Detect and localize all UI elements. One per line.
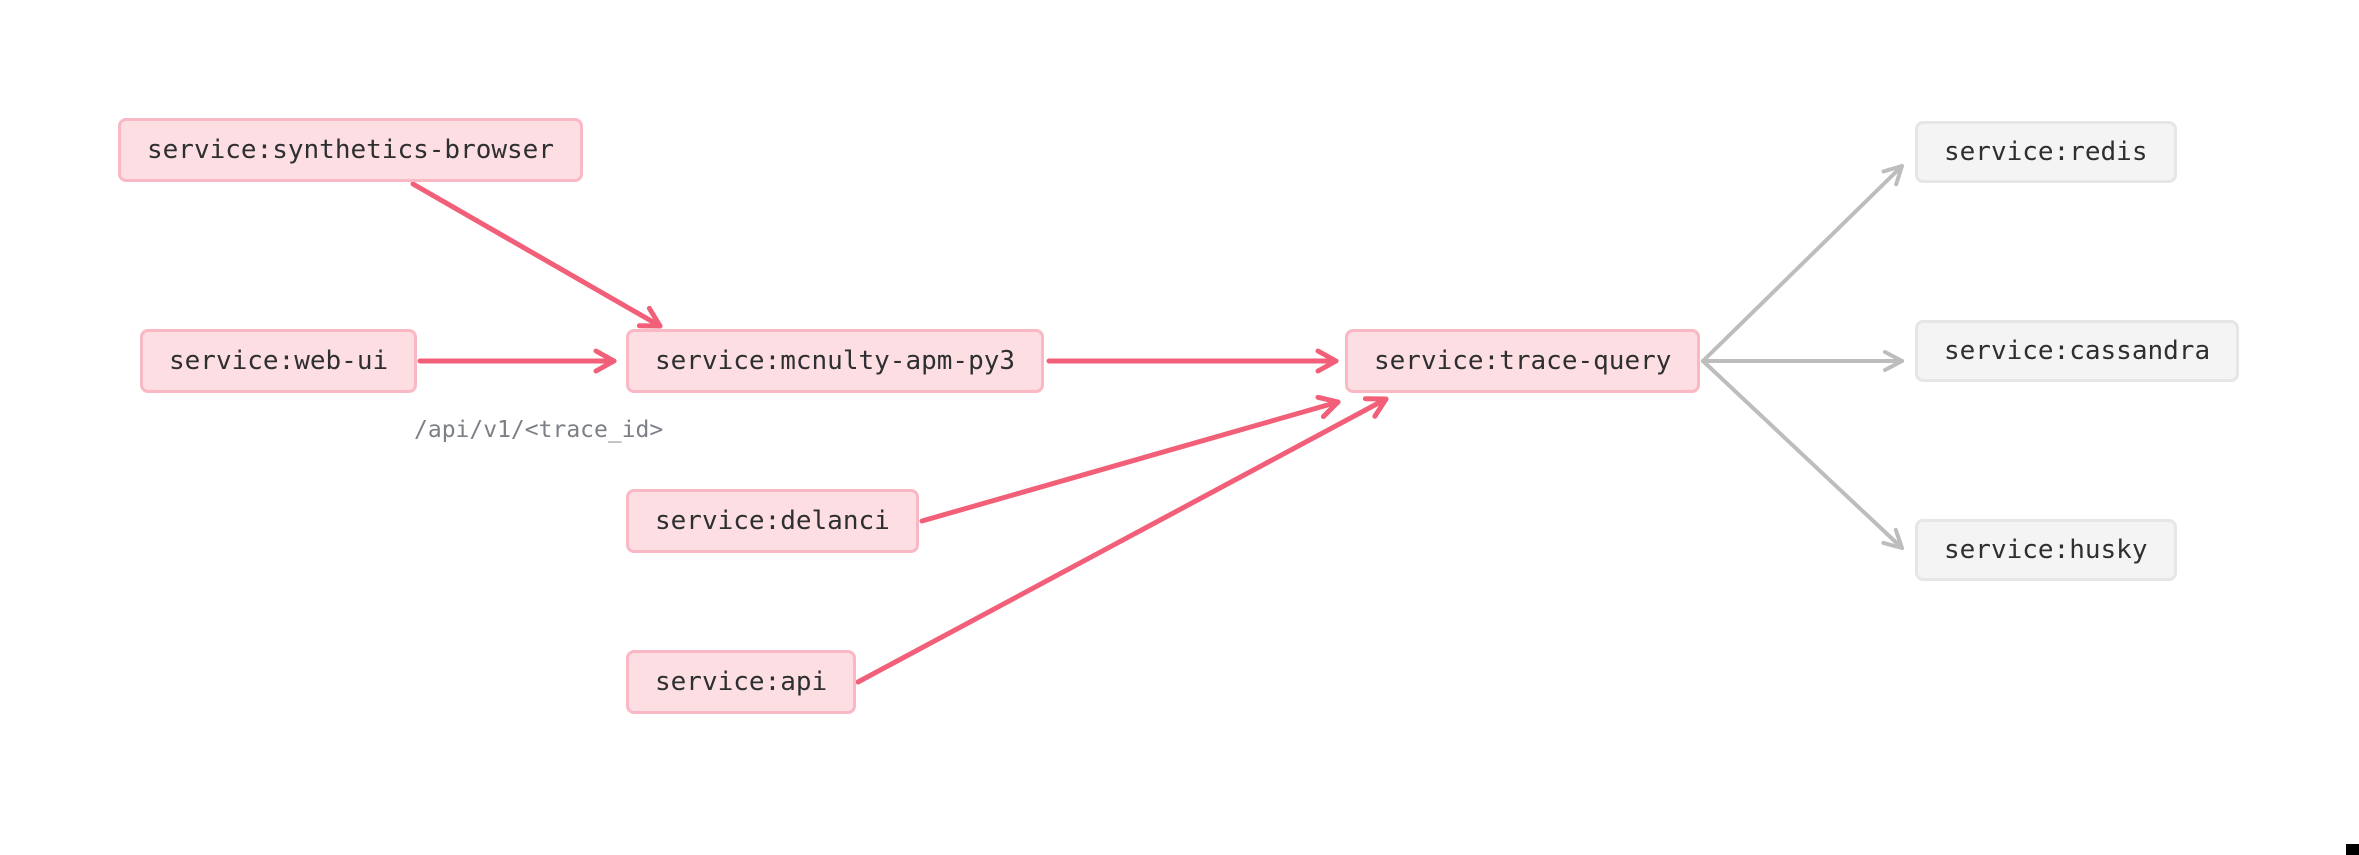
node-service-synthetics-browser[interactable]: service:synthetics-browser (118, 118, 583, 182)
node-service-husky[interactable]: service:husky (1915, 519, 2177, 581)
edge-trace-query-to-redis (1701, 164, 1904, 363)
node-service-mcnulty-apm-py3[interactable]: service:mcnulty-apm-py3 (626, 329, 1045, 393)
node-service-cassandra[interactable]: service:cassandra (1915, 320, 2240, 382)
node-service-api[interactable]: service:api (626, 650, 857, 714)
node-service-delanci[interactable]: service:delanci (626, 489, 919, 553)
node-service-redis[interactable]: service:redis (1915, 121, 2177, 183)
cursor-block (2346, 844, 2359, 855)
edge-label-api-path: /api/v1/<trace_id> (414, 417, 664, 443)
edge-trace-query-to-husky (1701, 359, 1904, 550)
edge-synthetics-browser-to-mcnulty (410, 181, 663, 329)
edge-api-to-trace-query (855, 396, 1389, 685)
node-service-web-ui[interactable]: service:web-ui (140, 329, 418, 393)
edge-delanci-to-trace-query (919, 394, 1341, 524)
node-service-trace-query[interactable]: service:trace-query (1345, 329, 1701, 393)
